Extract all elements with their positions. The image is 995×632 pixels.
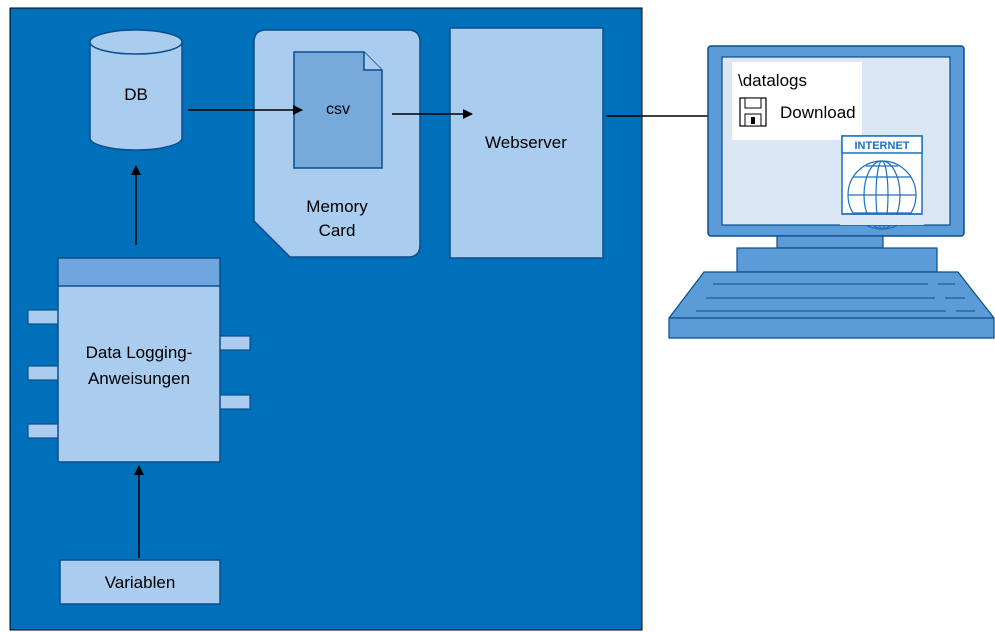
data-logging-block [27,257,251,463]
globe-clip-cover [840,215,924,225]
webserver-label: Webserver [485,133,567,152]
data-logging-label-line2: Anweisungen [88,369,190,388]
internet-badge-label: INTERNET [855,140,910,152]
variables-box [59,559,221,605]
document-fold [363,52,382,71]
memory-card-label-line1: Memory [306,197,368,216]
document-icon [293,51,383,169]
database-cylinder-icon [89,29,183,151]
floppy-disk-icon [739,97,767,127]
memory-card-label-line2: Card [319,221,356,240]
webserver-box [449,27,604,259]
db-label: DB [124,85,148,104]
csv-label: csv [326,101,350,118]
browser-path: \datalogs [738,71,807,90]
variables-label: Variablen [105,573,176,592]
globe-icon [847,160,917,230]
data-logging-label-line1: Data Logging- [86,343,193,362]
download-link[interactable]: Download [780,103,856,122]
internet-badge [841,135,923,215]
